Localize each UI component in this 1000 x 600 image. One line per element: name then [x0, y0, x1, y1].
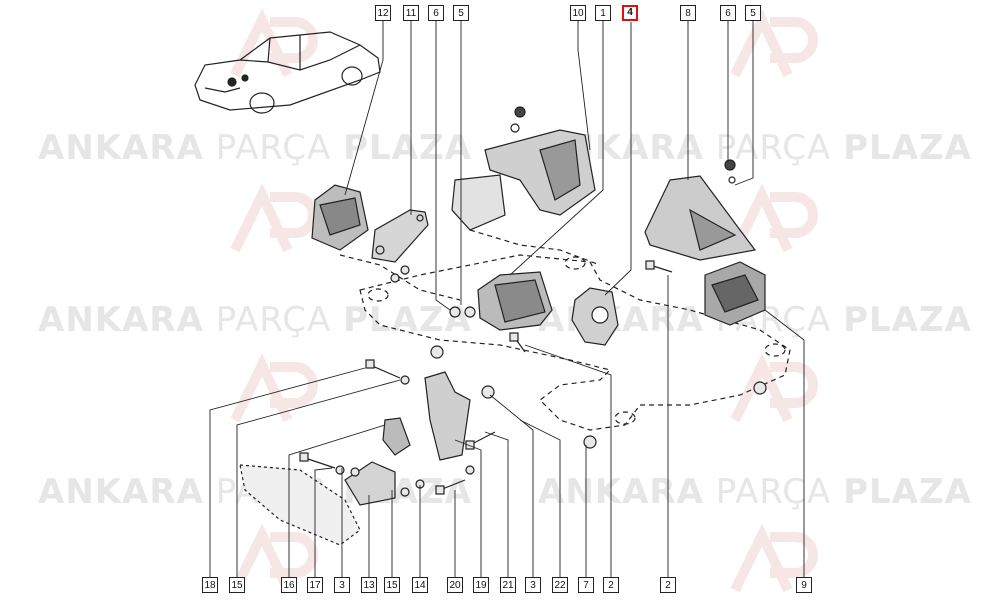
callout-16: 16 — [281, 577, 297, 593]
part-1-engine-mount — [477, 271, 553, 331]
bolts-and-nuts — [299, 260, 767, 497]
callout-1: 1 — [595, 5, 611, 21]
part-10-bracket — [451, 106, 596, 231]
callout-20: 20 — [447, 577, 463, 593]
car-illustration — [194, 31, 381, 114]
callout-15-b: 15 — [384, 577, 400, 593]
callout-2: 2 — [603, 577, 619, 593]
callout-13: 13 — [361, 577, 377, 593]
part-12-mount — [311, 184, 369, 251]
callout-9: 9 — [796, 577, 812, 593]
part-9-rubber-mount — [704, 261, 766, 326]
callout-6-right: 6 — [720, 5, 736, 21]
callout-15: 15 — [229, 577, 245, 593]
callout-5-right: 5 — [745, 5, 761, 21]
callout-10: 10 — [570, 5, 586, 21]
watermark-logo-marks — [230, 8, 818, 593]
watermark-row-6: ANKARA PARÇA PLAZA — [538, 472, 972, 512]
callout-5: 5 — [453, 5, 469, 21]
part-8-bracket — [644, 159, 757, 261]
callout-7: 7 — [578, 577, 594, 593]
callout-2-b: 2 — [660, 577, 676, 593]
callout-14: 14 — [412, 577, 428, 593]
callout-11: 11 — [403, 5, 419, 21]
callout-3-b: 3 — [525, 577, 541, 593]
callout-22: 22 — [552, 577, 568, 593]
callout-18: 18 — [202, 577, 218, 593]
callout-21: 21 — [500, 577, 516, 593]
watermark-row-1: ANKARA PARÇA PLAZA — [38, 128, 472, 168]
watermark-row-3: ANKARA PARÇA PLAZA — [38, 300, 472, 340]
callout-17: 17 — [307, 577, 323, 593]
callout-6: 6 — [428, 5, 444, 21]
callout-4-highlighted[interactable]: 4 — [622, 5, 638, 21]
leader-lines — [209, 20, 805, 577]
part-11-bracket — [371, 209, 429, 263]
subframe-dashed-outline — [339, 229, 791, 431]
callout-8: 8 — [680, 5, 696, 21]
callout-3: 3 — [334, 577, 350, 593]
callout-19: 19 — [473, 577, 489, 593]
part-4-round-mount — [571, 287, 619, 346]
callout-12: 12 — [375, 5, 391, 21]
